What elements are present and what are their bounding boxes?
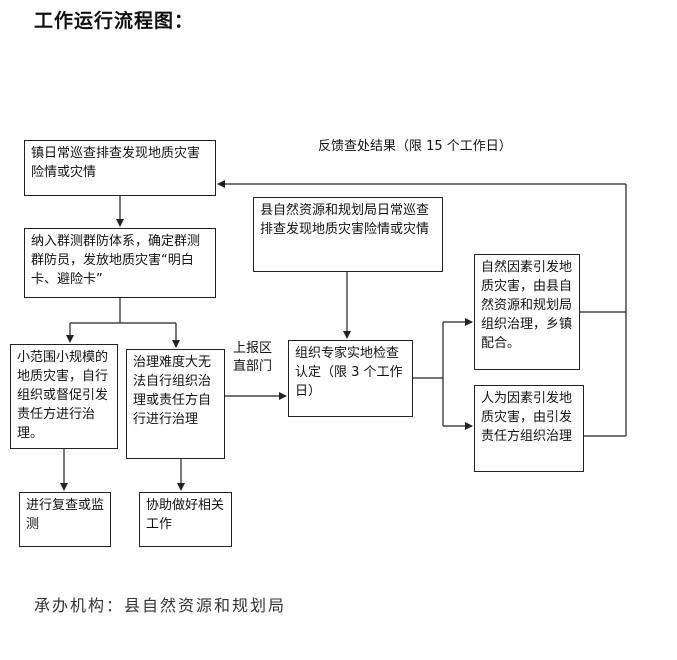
human-cause-box: 人为因素引发地质灾害，由引发责任方组织治理 [474,385,584,472]
difficult-box: 治理难度大无法自行组织治理或责任方自行进行治理 [126,349,225,459]
page-title: 工作运行流程图： [34,10,195,32]
town-patrol-box: 镇日常巡查排查发现地质灾害险情或灾情 [24,140,216,196]
mass-prevention-box: 纳入群测群防体系，确定群测群防员，发放地质灾害“明白卡、避险卡” [24,228,216,298]
county-patrol-box: 县自然资源和规划局日常巡查排查发现地质灾害险情或灾情 [253,197,443,272]
review-box: 进行复查或监测 [19,492,111,547]
assist-box: 协助做好相关工作 [139,492,232,547]
natural-cause-box: 自然因素引发地质灾害，由县自然资源和规划局组织治理，乡镇配合。 [474,254,580,370]
report-label: 上报区直部门 [233,341,273,374]
expert-check-box: 组织专家实地检查认定（限 3 个工作日） [288,340,413,417]
small-scale-box: 小范围小规模的地质灾害，自行组织或督促引发责任方进行治理。 [10,344,118,449]
organizer-footer: 承办机构：县自然资源和规划局 [34,596,287,615]
feedback-label: 反馈查处结果（限 15 个工作日） [318,139,512,154]
